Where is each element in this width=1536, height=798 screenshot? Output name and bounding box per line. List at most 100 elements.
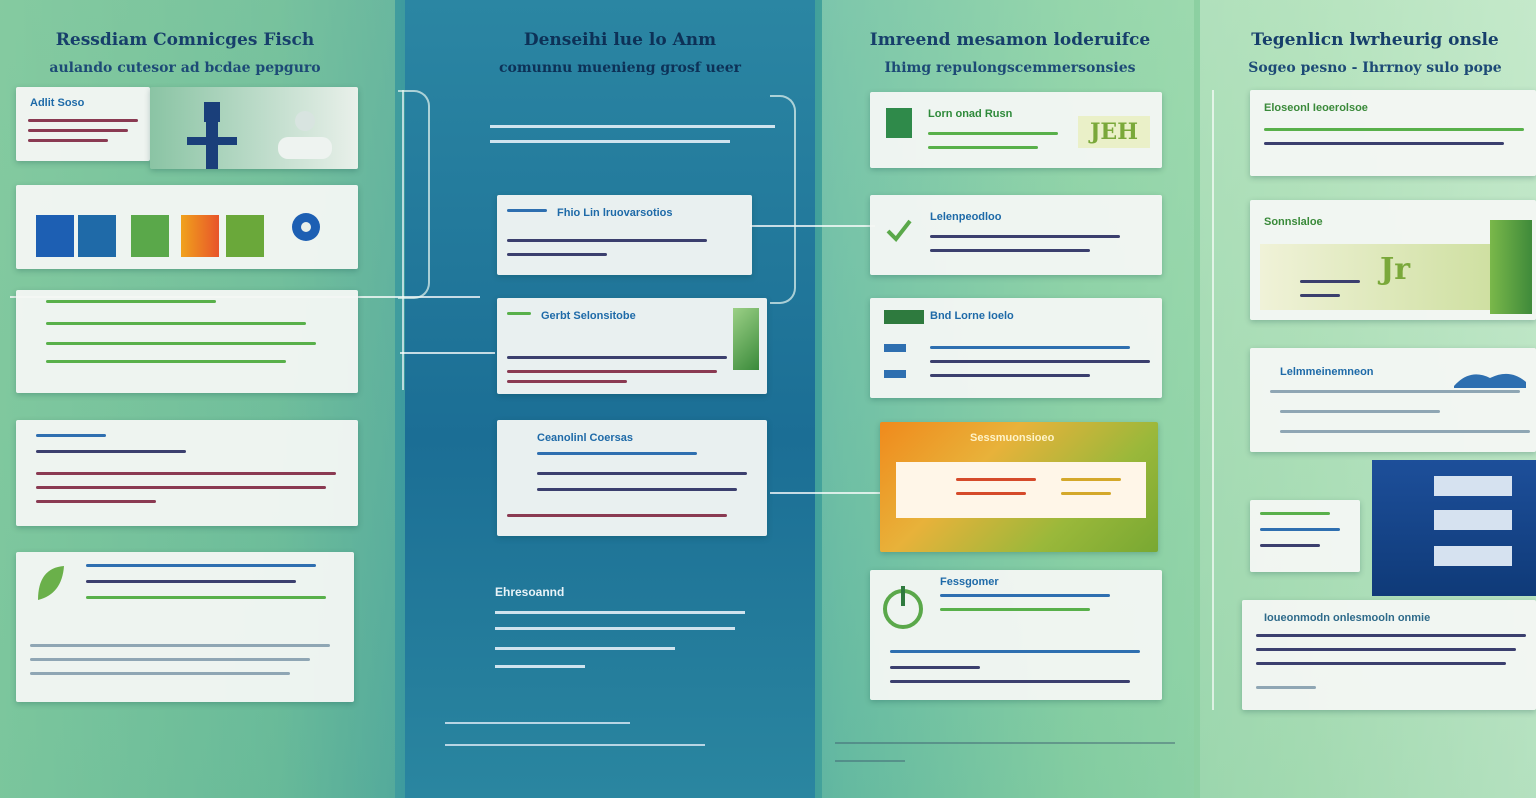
text-line — [1260, 528, 1340, 531]
text-line — [1264, 128, 1524, 131]
c2-text-block: Ehresoannd — [495, 585, 755, 695]
column-1-subtitle: aulando cutesor ad bcdae pepguro — [49, 60, 321, 76]
c3-card-1[interactable]: Lorn onad Rusn JEH — [870, 92, 1162, 168]
c4-card-6[interactable]: Ioueonmodn onlesmooln onmie — [1242, 600, 1536, 710]
column-3-title: Imreend mesamon loderuifce — [869, 30, 1151, 50]
power-icon — [883, 586, 923, 629]
text-line — [36, 500, 156, 503]
c1-card-3[interactable] — [16, 290, 358, 393]
c1-card-5[interactable] — [16, 552, 354, 702]
text-line — [445, 744, 705, 746]
text-line — [507, 514, 727, 517]
column-2-header: Denseihi lue lo Anm comunnu muenieng gro… — [460, 30, 780, 76]
c4-panel-dark — [1372, 460, 1536, 596]
column-2-background — [405, 0, 815, 798]
text-line — [1260, 544, 1320, 547]
text-line — [1280, 410, 1440, 413]
text-line — [537, 452, 697, 455]
text-line — [1256, 648, 1516, 651]
text-line — [46, 300, 216, 303]
c4-card-1[interactable]: Eloseonl Ieoerolsoe — [1250, 90, 1536, 176]
thumbnail-image — [733, 308, 759, 370]
text-line — [1260, 512, 1330, 515]
c2-card-1[interactable]: Fhio Lin lruovarsotios — [497, 195, 752, 275]
label-chip — [884, 310, 924, 324]
c1-card-figures — [150, 87, 358, 169]
text-line — [1256, 686, 1316, 689]
text-line — [46, 342, 316, 345]
text-line — [1061, 478, 1121, 481]
c4-card-3[interactable]: Lelmmeinemneon — [1250, 348, 1536, 452]
column-3-header: Imreend mesamon loderuifce Ihimg repulon… — [840, 30, 1180, 76]
text-line — [507, 209, 547, 212]
card-heading: Bnd Lorne Ioelo — [930, 310, 1014, 322]
c1-card-4[interactable] — [16, 420, 358, 526]
text-line — [28, 139, 108, 142]
c3-card-highlight[interactable]: Sessmuonsioeo — [880, 422, 1158, 552]
column-4-subtitle: Sogeo pesno - Ihrrnoy sulo pope — [1248, 60, 1502, 76]
column-4-header: Tegenlicn lwrheurig onsle Sogeo pesno - … — [1220, 30, 1530, 76]
text-line — [890, 650, 1140, 653]
text-line — [36, 472, 336, 475]
c2-card-3[interactable]: Ceanolinl Coersas — [497, 420, 767, 536]
color-swatch — [131, 215, 169, 257]
card-heading: Ceanolinl Coersas — [537, 432, 633, 444]
c1-card-1[interactable]: Adlit Soso — [16, 87, 150, 161]
color-swatch — [36, 215, 74, 257]
text-line — [495, 627, 735, 630]
text-line — [495, 665, 585, 668]
text-line — [28, 129, 128, 132]
column-2-title: Denseihi lue lo Anm — [523, 30, 717, 50]
column-3-subtitle: Ihimg repulongscemmersonsies — [884, 60, 1136, 76]
text-line — [1300, 280, 1360, 283]
c3-card-5[interactable]: Fessgomer — [870, 570, 1162, 700]
column-1-title: Ressdiam Comnicges Fisch — [55, 30, 315, 50]
text-line — [835, 742, 1175, 744]
column-2-subtitle: comunnu muenieng grosf ueer — [498, 60, 742, 76]
text-line — [507, 356, 727, 359]
text-line — [1256, 634, 1526, 637]
text-line — [890, 680, 1130, 683]
form-field[interactable] — [1434, 476, 1512, 496]
c3-card-2[interactable]: Lelenpeodloo — [870, 195, 1162, 275]
inner-panel — [896, 462, 1146, 518]
card-heading: Ioueonmodn onlesmooln onmie — [1264, 612, 1431, 624]
bracket-connector — [398, 90, 430, 299]
text-line — [30, 644, 330, 647]
card-heading: Lorn onad Rusn — [928, 108, 1013, 120]
text-line — [30, 672, 290, 675]
c4-card-2[interactable]: Sonnslaloe Jr — [1250, 200, 1536, 320]
card-heading: Eloseonl Ieoerolsoe — [1264, 102, 1368, 114]
c2-card-2[interactable]: Gerbt Selonsitobe — [497, 298, 767, 394]
c3-card-3[interactable]: Bnd Lorne Ioelo — [870, 298, 1162, 398]
text-line — [1300, 294, 1340, 297]
connector-line — [750, 225, 875, 227]
text-line — [46, 360, 286, 363]
document-icon — [886, 108, 912, 138]
thumbnail-image — [1490, 220, 1532, 314]
text-line — [86, 596, 326, 599]
text-line — [490, 140, 730, 143]
text-line — [930, 374, 1090, 377]
text-line — [1280, 430, 1530, 433]
text-line — [28, 119, 138, 122]
form-field[interactable] — [1434, 546, 1512, 566]
person-icon — [187, 102, 237, 169]
text-line — [445, 722, 630, 724]
text-line — [495, 647, 675, 650]
text-line — [537, 488, 737, 491]
c4-card-4[interactable] — [1250, 500, 1360, 572]
list-icon — [884, 344, 906, 378]
text-line — [835, 760, 905, 762]
text-line — [46, 322, 306, 325]
image-panel: Jr — [1260, 244, 1490, 310]
card-heading: Gerbt Selonsitobe — [541, 310, 636, 322]
form-field[interactable] — [1434, 510, 1512, 530]
text-line — [956, 478, 1036, 481]
color-swatch — [226, 215, 264, 257]
cloud-icon — [1454, 373, 1526, 388]
connector-line — [402, 90, 404, 390]
card-tag: Jr — [1380, 252, 1410, 287]
bracket-connector — [770, 95, 796, 304]
text-line — [36, 486, 326, 489]
